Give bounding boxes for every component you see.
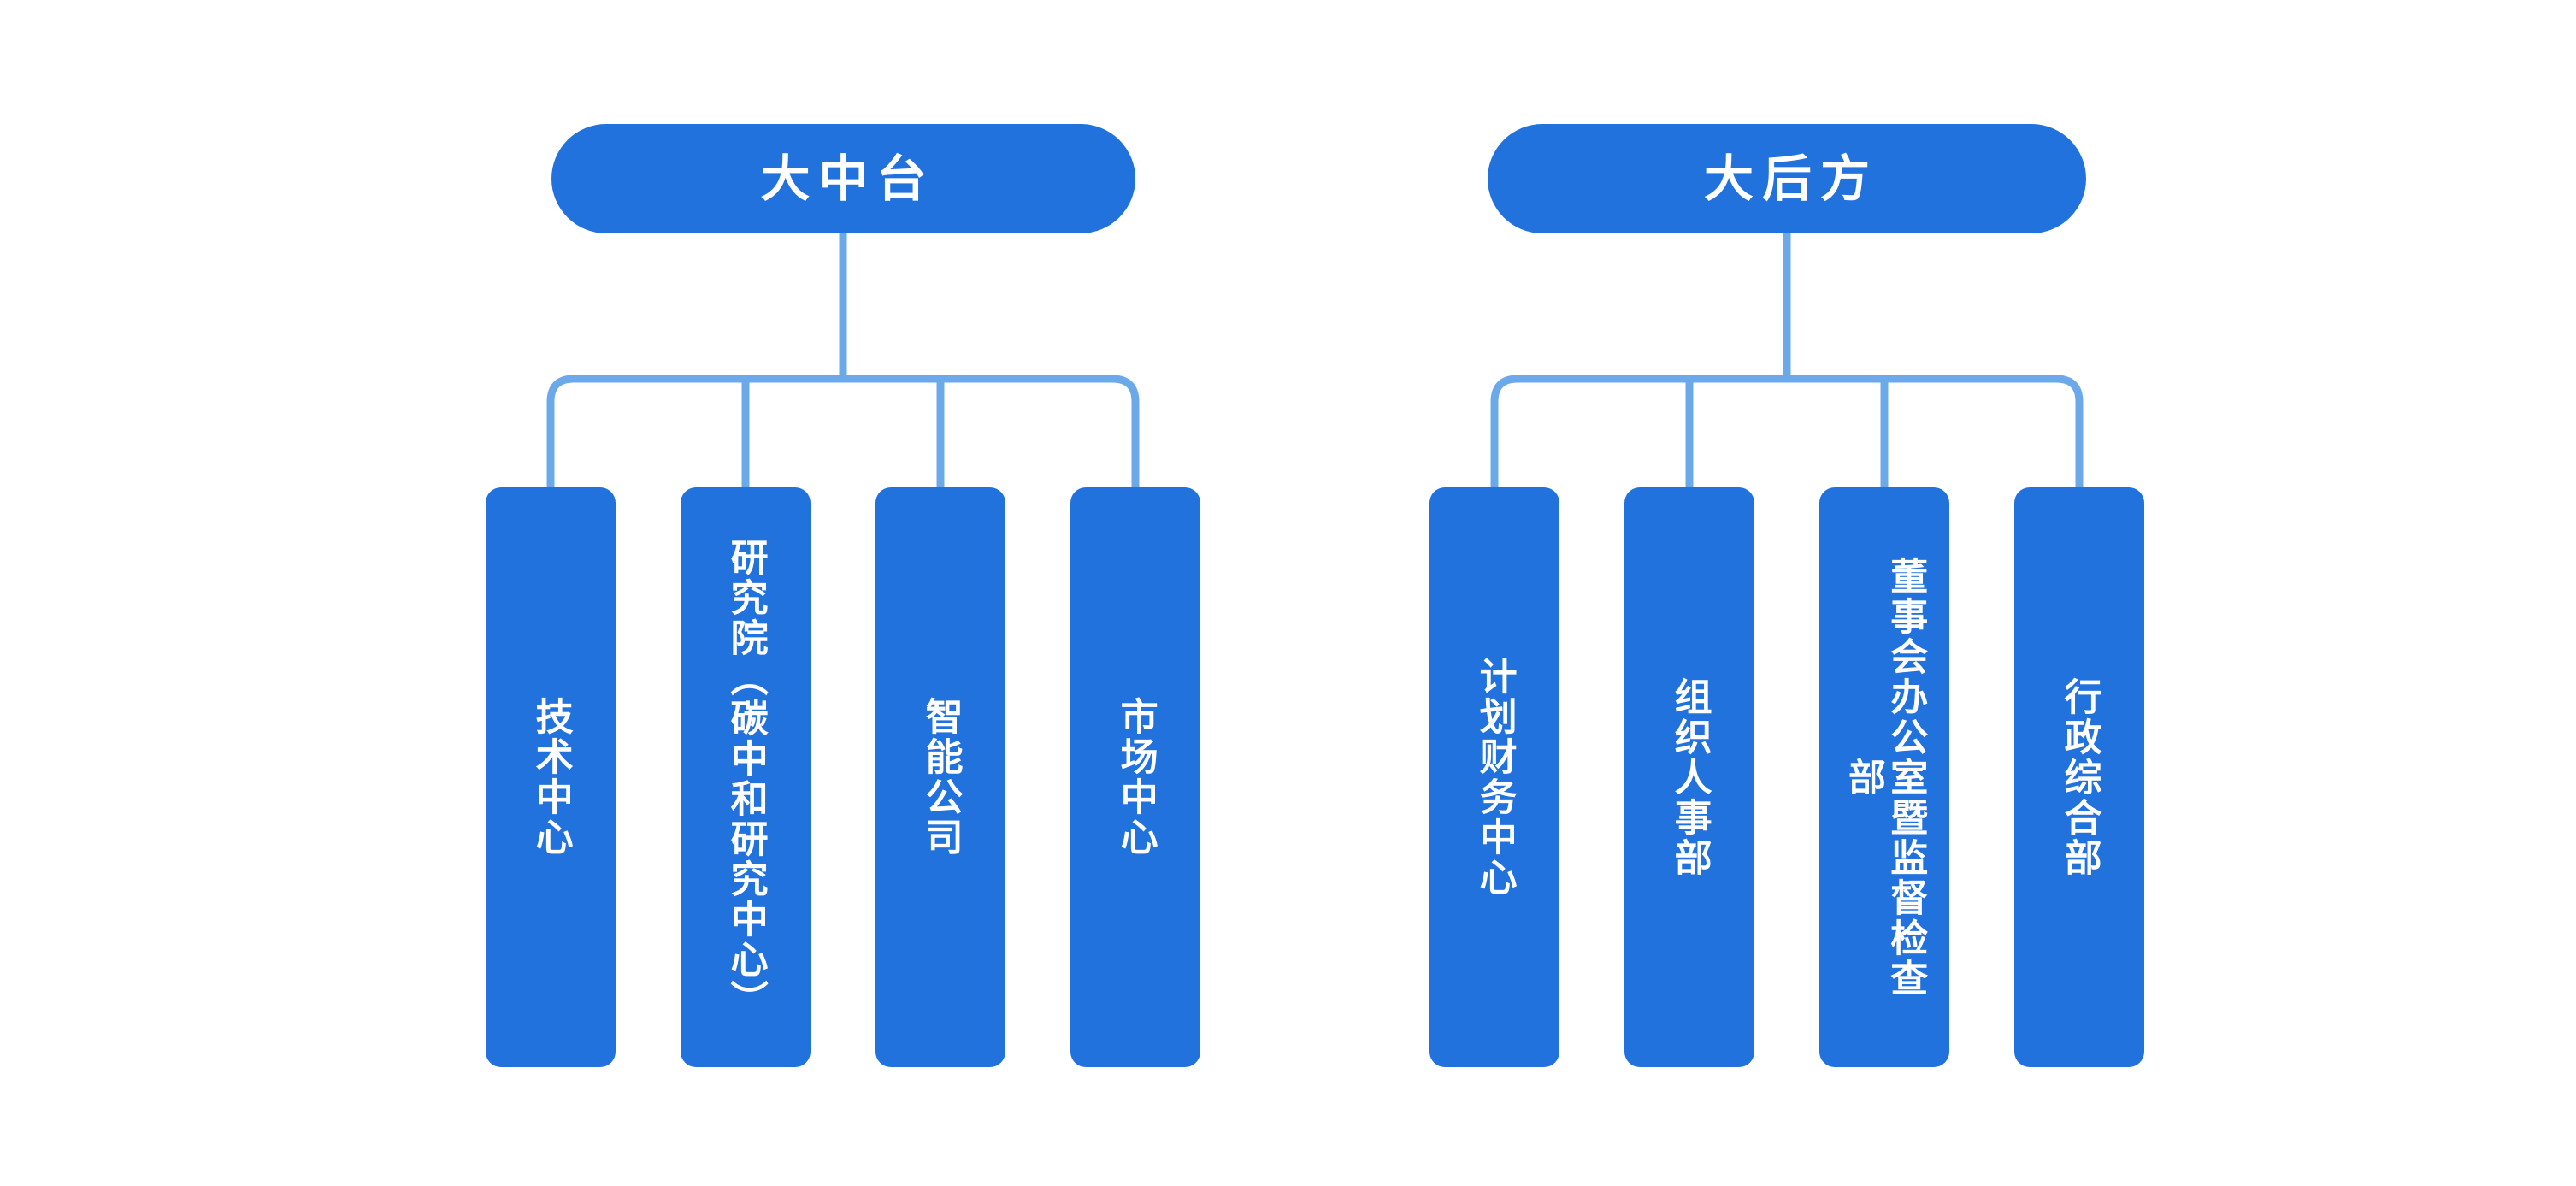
org-node-market-center[interactable]: 市场中心 <box>1070 487 1200 1067</box>
group-header-rear-support[interactable]: 大后方 <box>1488 124 2086 233</box>
group-header-label: 大中台 <box>760 150 935 208</box>
org-node-label: 董事会办公室暨监督检查部 <box>1842 556 1928 999</box>
org-node-label: 研究院（碳中和研究中心） <box>723 538 768 1020</box>
org-node-org-personnel-dept[interactable]: 组织人事部 <box>1624 487 1754 1067</box>
group-header-mid-platform[interactable]: 大中台 <box>551 124 1135 233</box>
org-node-research-institute[interactable]: 研究院（碳中和研究中心） <box>681 487 811 1067</box>
org-node-label: 计划财务中心 <box>1472 657 1517 898</box>
group-header-label: 大后方 <box>1703 150 1878 208</box>
org-node-label: 行政综合部 <box>2057 676 2101 878</box>
org-node-label: 市场中心 <box>1113 697 1158 858</box>
connector-bus-right <box>1490 375 2084 487</box>
org-node-intelligent-company[interactable]: 智能公司 <box>875 487 1005 1067</box>
org-node-label: 智能公司 <box>918 697 963 858</box>
org-node-label: 技术中心 <box>528 697 573 858</box>
org-node-admin-general-dept[interactable]: 行政综合部 <box>2014 487 2144 1067</box>
org-node-board-office-supervision[interactable]: 董事会办公室暨监督检查部 <box>1819 487 1949 1067</box>
org-node-label: 组织人事部 <box>1667 676 1712 878</box>
org-node-tech-center[interactable]: 技术中心 <box>486 487 616 1067</box>
org-node-planning-finance-center[interactable]: 计划财务中心 <box>1429 487 1559 1067</box>
connector-bus-left <box>546 375 1140 487</box>
